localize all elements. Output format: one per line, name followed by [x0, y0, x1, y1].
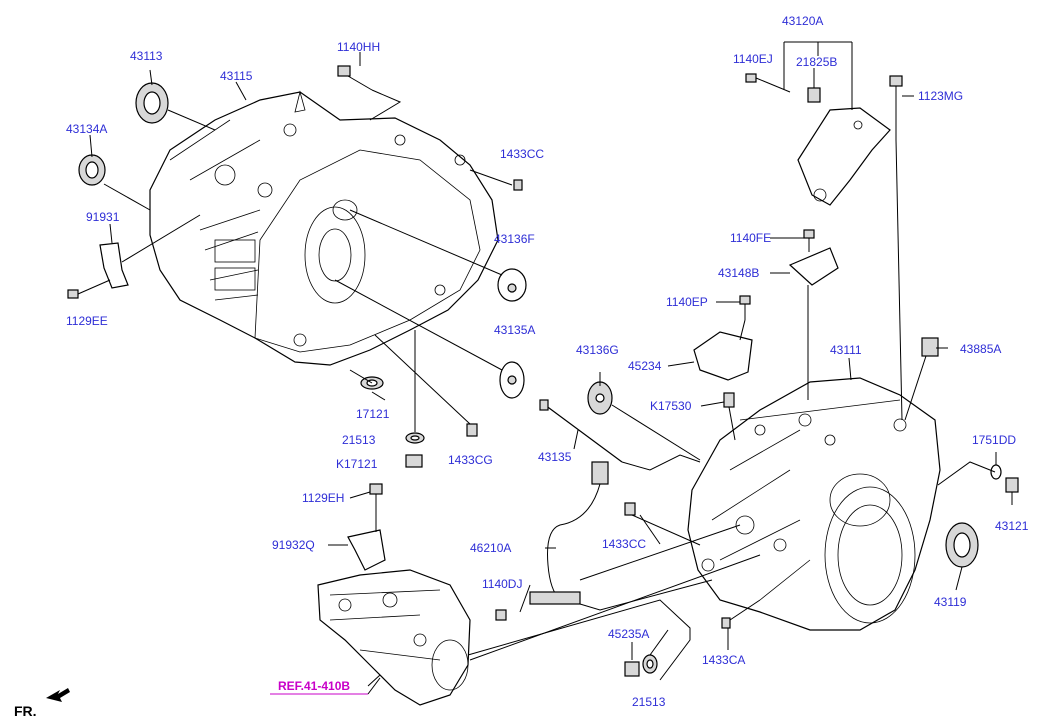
plug-45235A — [624, 661, 640, 677]
pin-1433CC-top — [513, 179, 523, 191]
pin-1433CA — [721, 617, 731, 629]
reference-callout: REF.41-410B — [270, 677, 381, 695]
label-43136F: 43136F — [494, 232, 535, 246]
label-1129EE: 1129EE — [66, 314, 108, 328]
plug-K17121 — [405, 454, 423, 468]
label-21513-bottom: 21513 — [632, 695, 666, 709]
inhibitor-switch-45234 — [693, 331, 753, 381]
transaxle-case-43111 — [687, 377, 941, 631]
bolt-1140DJ — [495, 609, 507, 621]
label-1433CC-top: 1433CC — [500, 147, 544, 161]
fr-label: FR. — [14, 703, 37, 719]
label-43134A: 43134A — [66, 122, 107, 136]
gasket-21513-bottom — [642, 654, 658, 674]
label-45234: 45234 — [628, 359, 662, 373]
bolt-1123MG — [889, 75, 903, 104]
label-1129EH: 1129EH — [302, 491, 344, 505]
label-1433CA: 1433CA — [702, 653, 745, 667]
front-arrow-icon — [46, 688, 70, 702]
gasket-1751DD — [990, 464, 1002, 480]
label-1140DJ: 1140DJ — [482, 577, 522, 591]
oil-seal-43113 — [135, 82, 169, 124]
label-K17530: K17530 — [650, 399, 692, 413]
label-1123MG: 1123MG — [918, 89, 963, 103]
label-1433CC-mid: 1433CC — [602, 537, 646, 551]
label-43113: 43113 — [130, 49, 163, 63]
ref-label[interactable]: REF.41-410B — [278, 679, 350, 693]
bracket-43120A — [797, 107, 891, 206]
bolt-1140FE — [803, 229, 815, 252]
label-1751DD: 1751DD — [972, 433, 1016, 447]
bolt-1129EE — [67, 279, 111, 299]
label-43119: 43119 — [934, 595, 967, 609]
pin-1433CC-mid — [624, 502, 636, 516]
front-direction-indicator: FR. — [14, 688, 70, 719]
gasket-21513-mid — [405, 432, 425, 444]
label-1140EJ: 1140EJ — [733, 52, 773, 66]
clip-21825B — [807, 87, 821, 103]
label-43136G: 43136G — [576, 343, 619, 357]
cap-43885A — [921, 337, 939, 357]
clutch-actuator-assembly — [317, 569, 471, 706]
label-45235A: 45235A — [608, 627, 649, 641]
label-17121: 17121 — [356, 407, 390, 421]
bolt-1140EP — [739, 295, 751, 320]
speed-sensor-46210A — [529, 461, 609, 605]
label-1140FE: 1140FE — [730, 231, 771, 245]
bracket-91932Q — [347, 529, 386, 571]
bolt-1140EJ — [745, 73, 791, 93]
bolt-1129EH — [369, 483, 383, 532]
pin-1433CG — [466, 423, 478, 437]
leader-lines-right — [328, 41, 1013, 687]
oil-seal-43119 — [945, 522, 979, 568]
plate-43136G — [587, 381, 613, 415]
cover-43135A — [499, 361, 525, 399]
label-K17121: K17121 — [336, 457, 378, 471]
label-43135: 43135 — [538, 450, 572, 464]
label-21825B: 21825B — [796, 55, 837, 69]
label-43885A: 43885A — [960, 342, 1001, 356]
label-43111: 43111 — [830, 343, 862, 357]
label-43148B: 43148B — [718, 266, 759, 280]
label-1433CG: 1433CG — [448, 453, 493, 467]
part-labels: 43113 43115 1140HH 43134A 1433CC 91931 4… — [66, 14, 1029, 709]
oil-seal-43134A — [78, 154, 106, 186]
label-1140HH: 1140HH — [337, 40, 380, 54]
label-91931: 91931 — [86, 210, 120, 224]
label-43121: 43121 — [995, 519, 1029, 533]
plug-43121 — [1005, 477, 1019, 493]
pin-K17530 — [723, 392, 735, 408]
label-1140EP: 1140EP — [666, 295, 708, 309]
label-21513-mid: 21513 — [342, 433, 376, 447]
label-43115: 43115 — [220, 69, 253, 83]
label-43135A: 43135A — [494, 323, 535, 337]
label-91932Q: 91932Q — [272, 538, 315, 552]
leader-lines-left — [89, 52, 513, 432]
bolt-1140HH — [337, 65, 373, 91]
bracket-43148B — [788, 247, 839, 286]
label-43120A: 43120A — [782, 14, 823, 28]
clutch-housing-43115 — [149, 90, 499, 366]
bracket-91931 — [99, 242, 129, 289]
cover-43136F — [497, 268, 527, 302]
label-46210A: 46210A — [470, 541, 511, 555]
rod-43135 — [539, 399, 623, 463]
